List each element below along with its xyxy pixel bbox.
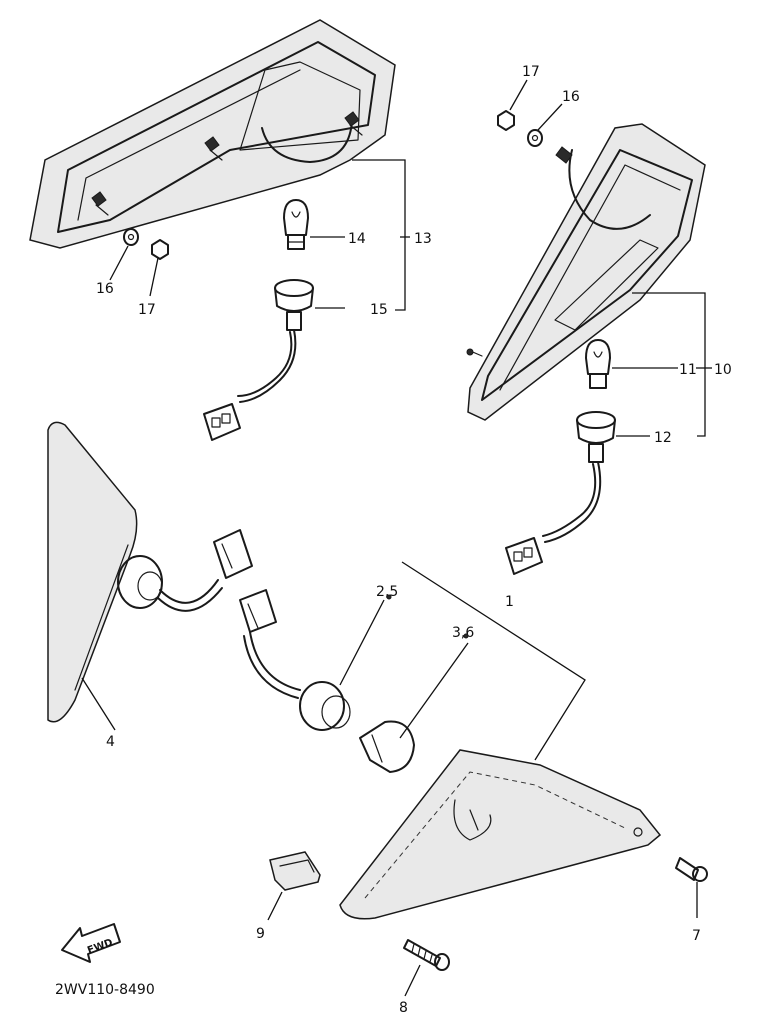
socket-2-5 bbox=[243, 631, 351, 731]
front-flasher-body-4 bbox=[47, 421, 223, 723]
callout-2-5: 2,5 bbox=[376, 584, 398, 600]
socket-15 bbox=[237, 279, 314, 403]
bulb-3-6 bbox=[359, 720, 415, 773]
flasher-lens bbox=[339, 749, 662, 920]
callout-8: 8 bbox=[399, 1000, 408, 1016]
socket-12 bbox=[542, 411, 616, 543]
callout-7: 7 bbox=[692, 928, 701, 944]
connector-right-upper bbox=[505, 537, 543, 575]
clip-9 bbox=[269, 851, 321, 891]
connector-body-4 bbox=[213, 529, 253, 579]
callout-9: 9 bbox=[256, 926, 265, 942]
callout-15: 15 bbox=[370, 302, 388, 318]
bulb-14 bbox=[283, 199, 309, 250]
callout-12: 12 bbox=[654, 430, 672, 446]
screw-8 bbox=[403, 939, 450, 971]
nut-17-right bbox=[497, 110, 515, 131]
connector-left-upper bbox=[203, 403, 241, 441]
callout-17-right: 17 bbox=[522, 64, 540, 80]
fwd-label: FWD bbox=[86, 937, 114, 956]
callout-13: 13 bbox=[414, 231, 432, 247]
screw-7 bbox=[675, 857, 708, 882]
connector-socket-2-5 bbox=[239, 589, 277, 633]
callout-17-left: 17 bbox=[138, 302, 156, 318]
fwd-arrow-icon: FWD bbox=[61, 923, 121, 963]
callout-16-right: 16 bbox=[562, 89, 580, 105]
washer-16-left bbox=[123, 228, 139, 246]
callout-10: 10 bbox=[714, 362, 732, 378]
callout-11: 11 bbox=[679, 362, 697, 378]
callout-4: 4 bbox=[106, 734, 115, 750]
washer-16-right bbox=[527, 129, 543, 147]
callout-3-6: 3,6 bbox=[452, 625, 474, 641]
diagram-code: 2WV110-8490 bbox=[55, 982, 155, 998]
callout-1: 1 bbox=[505, 594, 514, 610]
rear-right-flasher-housing bbox=[466, 123, 706, 421]
nut-17-left bbox=[151, 239, 169, 260]
rear-left-flasher-housing bbox=[29, 19, 396, 249]
bulb-11 bbox=[585, 339, 611, 389]
callout-16-left: 16 bbox=[96, 281, 114, 297]
callout-14: 14 bbox=[348, 231, 366, 247]
